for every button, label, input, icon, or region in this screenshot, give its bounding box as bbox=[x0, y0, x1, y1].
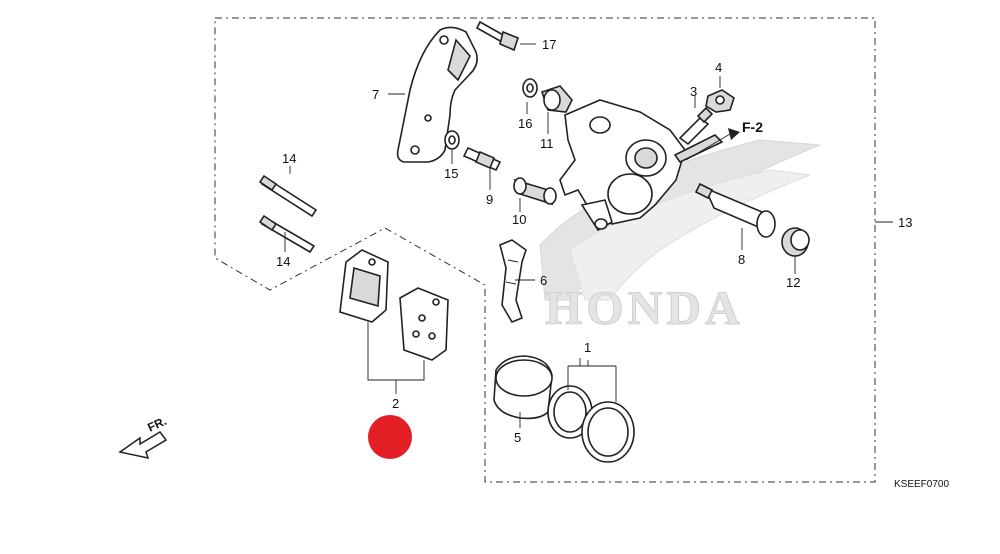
red-marker-dot bbox=[368, 415, 412, 459]
part-13-caliper-body[interactable] bbox=[559, 99, 724, 232]
reference-label-f2: F-2 bbox=[742, 119, 763, 135]
callout-14-lower[interactable]: 14 bbox=[276, 254, 290, 269]
callout-11[interactable]: 11 bbox=[540, 136, 554, 151]
part-2-brake-pads[interactable] bbox=[339, 249, 449, 361]
part-6-pad-spring[interactable] bbox=[499, 239, 527, 323]
callout-13[interactable]: 13 bbox=[898, 215, 912, 230]
part-9-pin-bolt[interactable] bbox=[462, 146, 502, 172]
part-11-boot[interactable] bbox=[540, 85, 573, 113]
part-7-bracket[interactable] bbox=[396, 26, 478, 163]
part-8-pin[interactable] bbox=[694, 182, 776, 238]
part-17-bolt[interactable] bbox=[475, 20, 519, 52]
part-4-cap[interactable] bbox=[705, 89, 735, 113]
callout-4[interactable]: 4 bbox=[715, 60, 722, 75]
part-16-washer[interactable] bbox=[522, 78, 538, 98]
callout-10[interactable]: 10 bbox=[512, 212, 526, 227]
callout-6[interactable]: 6 bbox=[540, 273, 547, 288]
callout-1[interactable]: 1 bbox=[584, 340, 591, 355]
part-1-seals[interactable] bbox=[547, 385, 635, 463]
callout-3[interactable]: 3 bbox=[690, 84, 697, 99]
callout-labels: 17 7 16 11 15 9 10 3 4 8 12 6 13 14 14 5… bbox=[276, 37, 912, 445]
part-15-washer[interactable] bbox=[444, 130, 460, 150]
callout-14-upper[interactable]: 14 bbox=[282, 151, 296, 166]
part-12-boot[interactable] bbox=[781, 227, 810, 257]
front-direction-label: FR. bbox=[145, 414, 168, 435]
callout-7[interactable]: 7 bbox=[372, 87, 379, 102]
diagram-code: KSEEF0700 bbox=[894, 479, 949, 490]
callout-2[interactable]: 2 bbox=[392, 396, 399, 411]
front-direction-arrow: FR. bbox=[118, 414, 169, 460]
watermark-text: HONDA bbox=[545, 282, 744, 335]
part-14-pins[interactable] bbox=[258, 174, 318, 254]
honda-wing-watermark: HONDA bbox=[539, 139, 821, 336]
callout-12[interactable]: 12 bbox=[786, 275, 800, 290]
part-5-piston[interactable] bbox=[493, 355, 553, 420]
part-10-sleeve[interactable] bbox=[513, 177, 557, 206]
leader-lines bbox=[284, 43, 893, 428]
callout-8[interactable]: 8 bbox=[738, 252, 745, 267]
callout-9[interactable]: 9 bbox=[486, 192, 493, 207]
callout-15[interactable]: 15 bbox=[444, 166, 458, 181]
callout-16[interactable]: 16 bbox=[518, 116, 532, 131]
part-3-bleeder[interactable] bbox=[678, 106, 714, 146]
callout-5[interactable]: 5 bbox=[514, 430, 521, 445]
callout-17[interactable]: 17 bbox=[542, 37, 556, 52]
